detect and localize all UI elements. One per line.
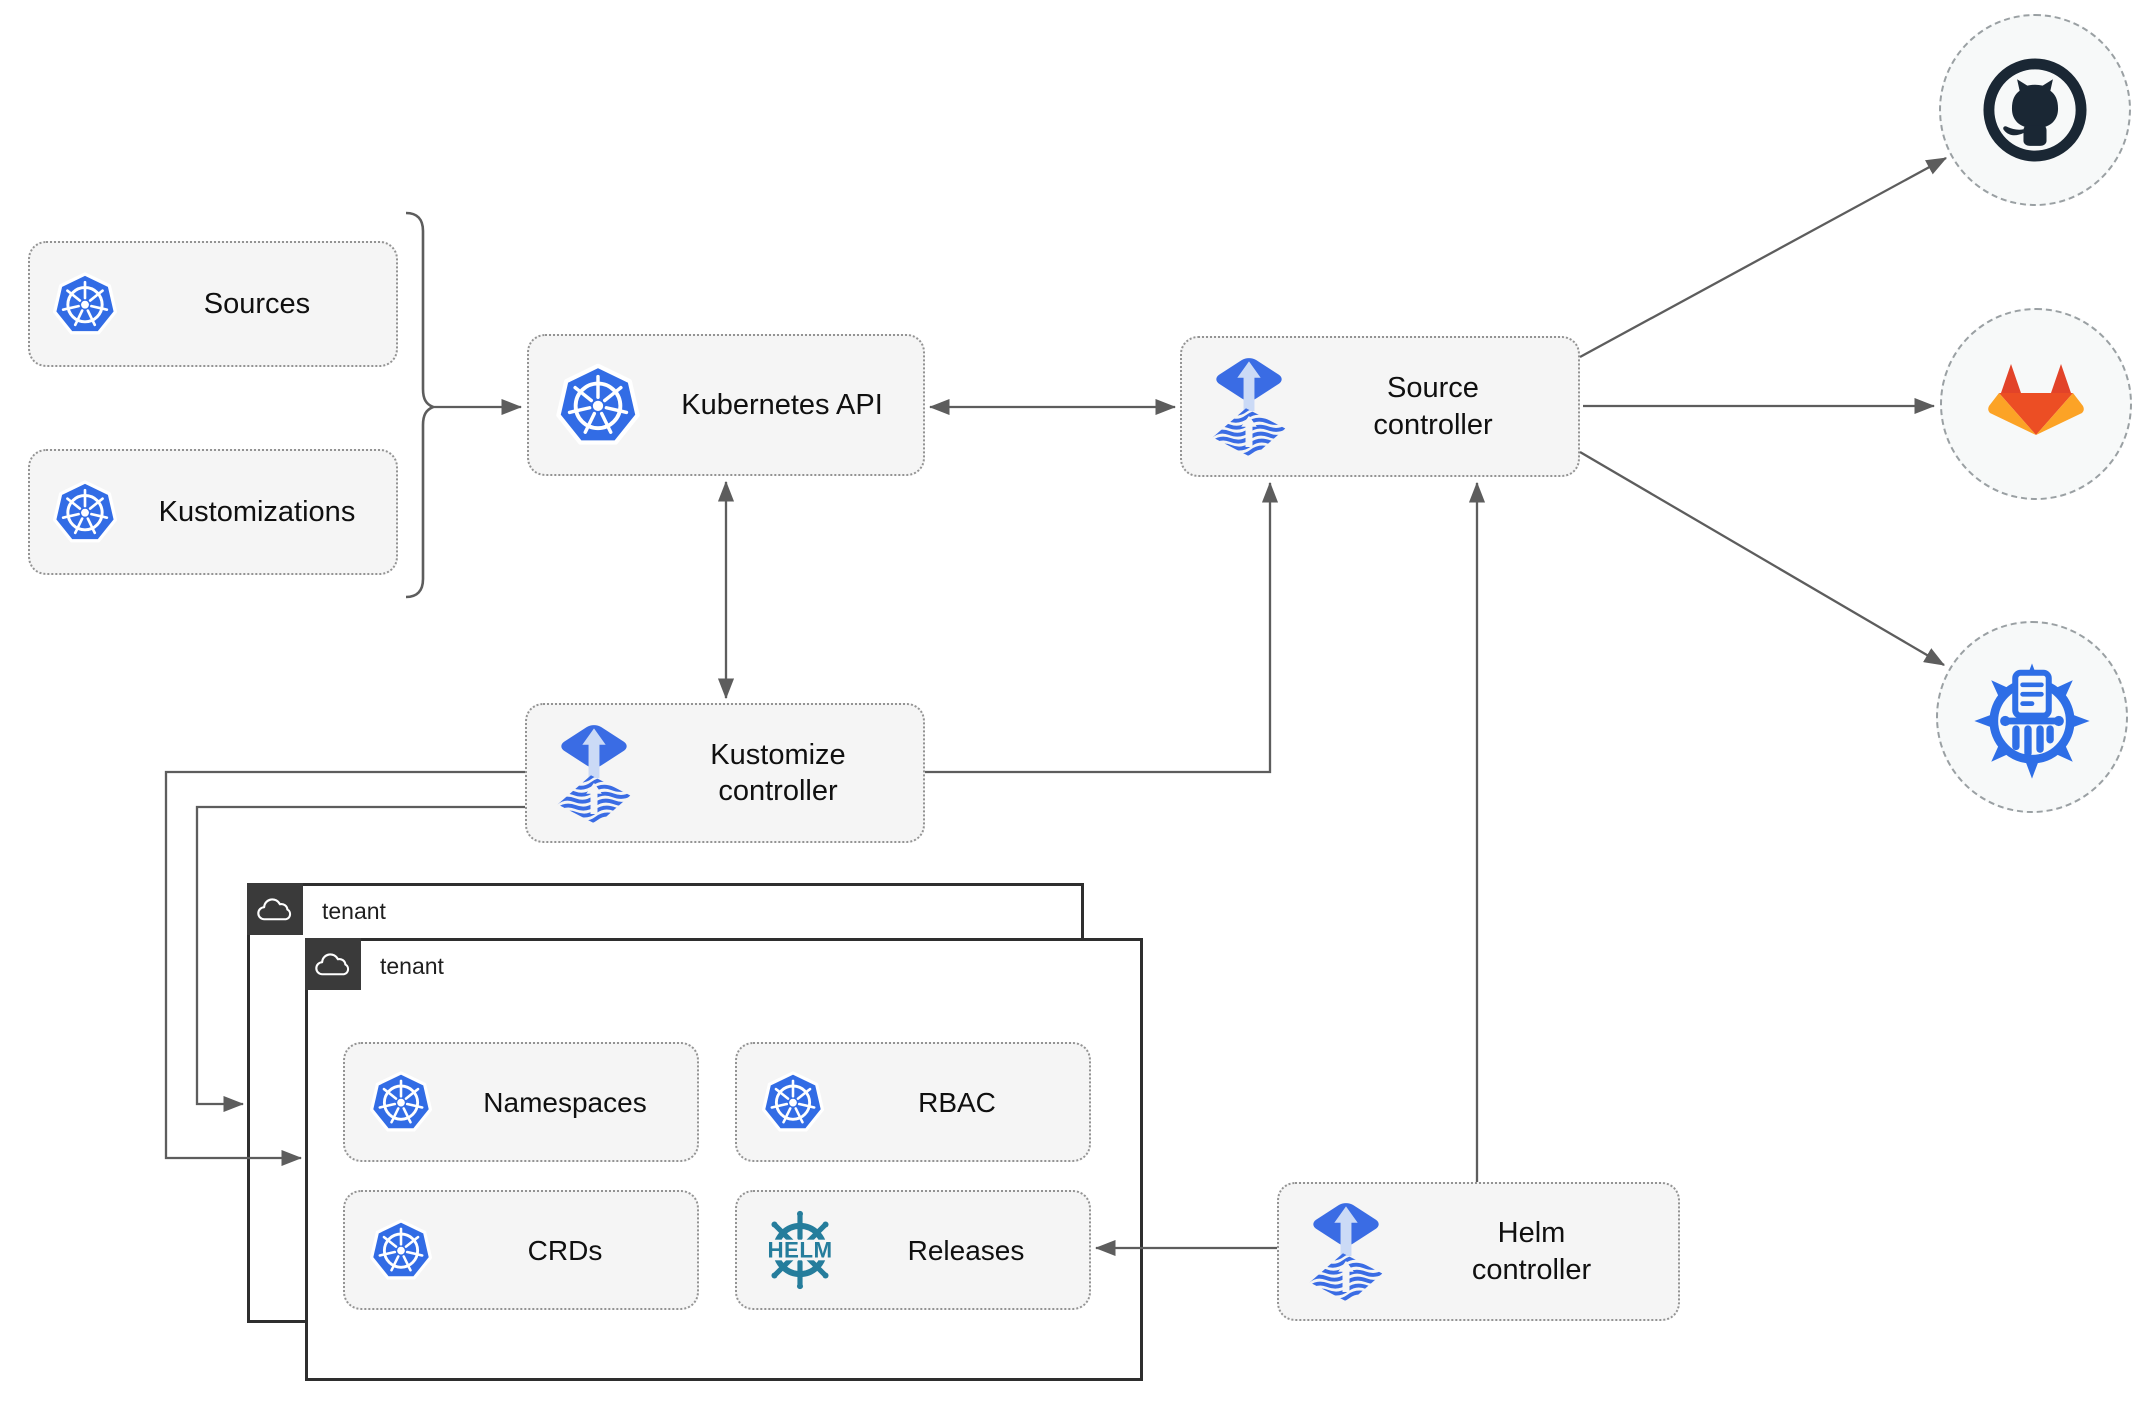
kubernetes-api-label: Kubernetes API — [681, 388, 883, 421]
source-controller-line2: controller — [1373, 408, 1493, 441]
github-octocat-icon — [1971, 46, 2099, 174]
kustomizations-node: Kustomizations — [28, 449, 398, 575]
helm-controller-node: Helm controller — [1277, 1182, 1680, 1321]
group-brace — [405, 211, 437, 599]
tenant-inner-header — [305, 938, 361, 990]
chartmuseum-remote — [1936, 621, 2128, 813]
namespaces-node: Namespaces — [343, 1042, 699, 1162]
arrow-source-to-chartmuseum — [1579, 451, 1945, 666]
kubernetes-icon — [761, 1070, 825, 1134]
kustomize-controller-line1: Kustomize — [710, 738, 846, 771]
cloud-icon — [257, 896, 293, 923]
tenant-outer-label: tenant — [322, 898, 386, 924]
arrow-kustomize-to-source — [925, 481, 1279, 774]
kustomize-controller-node: Kustomize controller — [525, 703, 925, 843]
chartmuseum-icon — [1965, 650, 2099, 784]
cloud-icon — [315, 951, 351, 978]
flux-icon — [1210, 352, 1288, 461]
tenant-inner-label: tenant — [380, 953, 444, 979]
kustomize-controller-line2: controller — [718, 775, 838, 807]
source-controller-line1: Source — [1387, 372, 1479, 405]
kubernetes-icon — [52, 271, 118, 337]
github-remote — [1939, 14, 2131, 206]
rbac-label: RBAC — [918, 1086, 996, 1118]
crds-node: CRDs — [343, 1190, 699, 1310]
crds-label: CRDs — [527, 1234, 603, 1266]
source-controller-node: Source controller — [1180, 336, 1580, 477]
kustomize-controller-label: Kustomize controller — [633, 737, 923, 810]
releases-node: HELM Releases — [735, 1190, 1091, 1310]
kubernetes-api-node: Kubernetes API — [527, 334, 925, 476]
releases-label: Releases — [907, 1234, 1025, 1266]
namespaces-label: Namespaces — [483, 1086, 647, 1118]
helm-logo-text: HELM — [767, 1238, 832, 1263]
kubernetes-icon — [369, 1218, 433, 1282]
gitlab-remote — [1940, 308, 2132, 500]
helm-controller-label: Helm controller — [1385, 1215, 1678, 1288]
flux-icon — [1307, 1197, 1385, 1306]
helm-controller-line2: controller — [1471, 1253, 1592, 1286]
kubernetes-icon — [52, 479, 118, 545]
kubernetes-icon — [555, 362, 641, 448]
arrow-source-to-github — [1579, 156, 1948, 359]
rbac-node: RBAC — [735, 1042, 1091, 1162]
flux-icon — [555, 719, 633, 828]
helm-icon: HELM — [757, 1207, 843, 1293]
sources-label: Sources — [203, 287, 311, 320]
kustomizations-label: Kustomizations — [158, 495, 356, 528]
sources-node: Sources — [28, 241, 398, 367]
gitlab-tanuki-icon — [1986, 360, 2086, 448]
helm-controller-line1: Helm — [1497, 1217, 1566, 1250]
source-controller-label: Source controller — [1288, 370, 1578, 443]
kubernetes-icon — [369, 1070, 433, 1134]
tenant-outer-header — [247, 883, 303, 935]
